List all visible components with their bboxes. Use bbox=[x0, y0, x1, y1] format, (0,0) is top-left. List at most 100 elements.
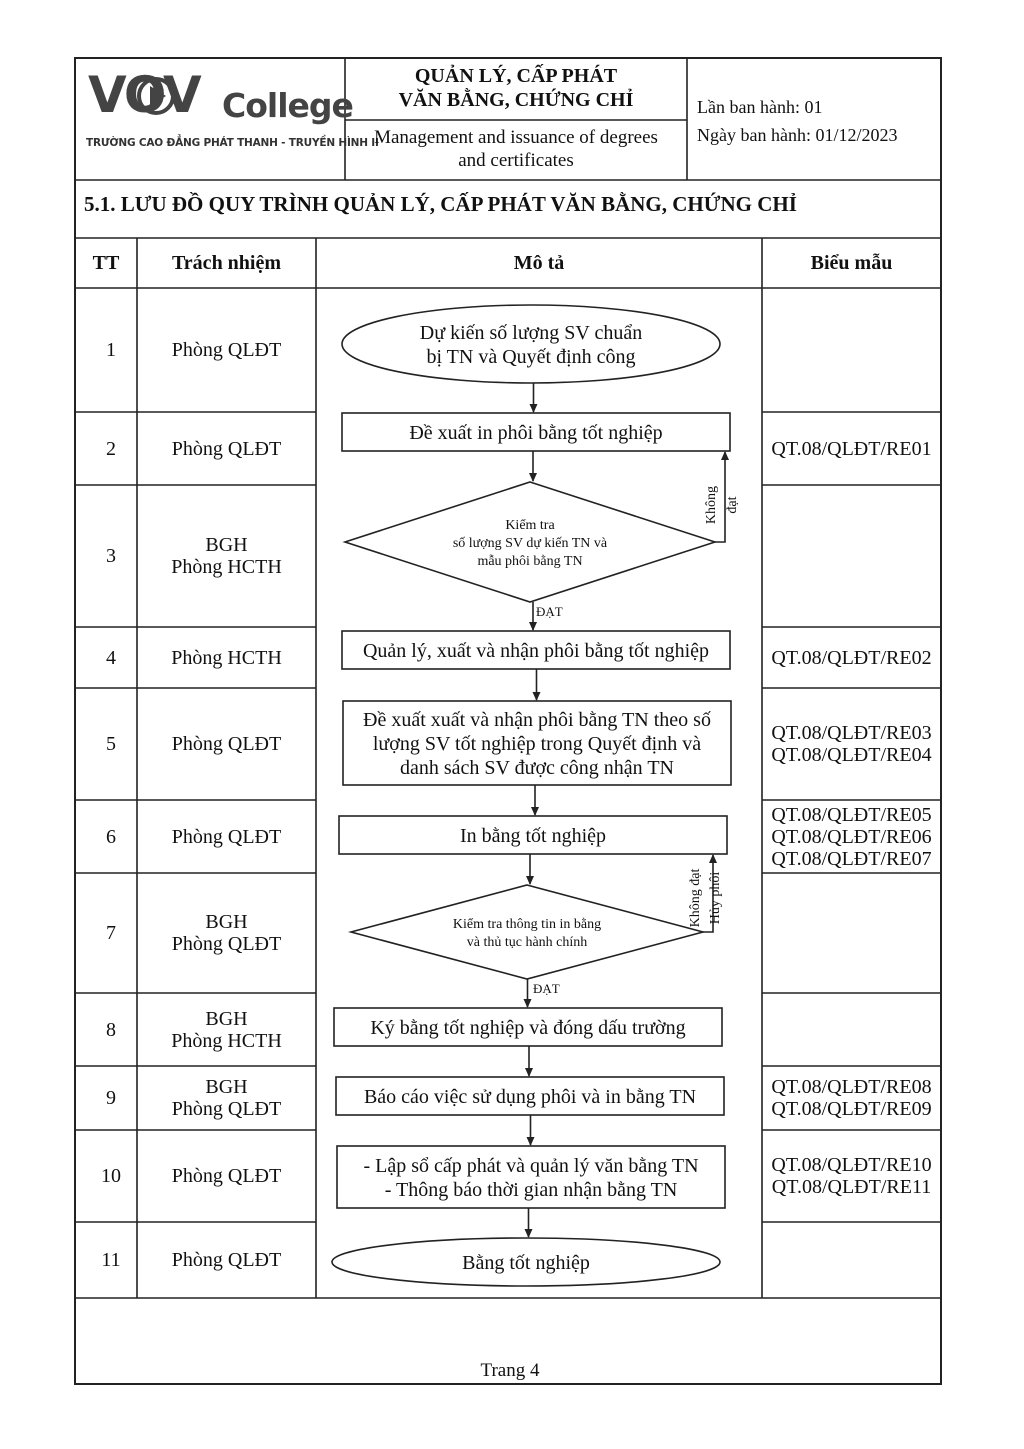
flow-step-text: số lượng SV dự kiến TN và bbox=[453, 536, 608, 551]
row-number: 7 bbox=[106, 922, 116, 944]
flow-step-text: Quản lý, xuất và nhận phôi bằng tốt nghi… bbox=[363, 640, 709, 662]
responsibility-cell: Phòng QLĐT bbox=[137, 339, 316, 361]
column-header-forms: Biểu mẫu bbox=[810, 252, 893, 274]
issue-number: Lần ban hành: 01 bbox=[697, 97, 823, 117]
row-number: 4 bbox=[106, 646, 116, 669]
responsibility-cell-line: BGH bbox=[205, 1007, 248, 1030]
page-frame bbox=[74, 57, 942, 1385]
column-header-responsibility: Trách nhiệm bbox=[171, 252, 282, 274]
flow-step-text: Đề xuất in phôi bằng tốt nghiệp bbox=[409, 422, 662, 444]
forms-cell-line: QT.08/QLĐT/RE04 bbox=[771, 744, 932, 766]
forms-cell-line: QT.08/QLĐT/RE06 bbox=[771, 825, 932, 848]
responsibility-cell-line: Phòng QLĐT bbox=[171, 733, 282, 755]
flow-step-text: danh sách SV được công nhận TN bbox=[400, 757, 674, 779]
responsibility-cell: Phòng QLĐT bbox=[137, 826, 316, 848]
row-number: 6 bbox=[106, 825, 116, 848]
responsibility-cell-line: Phòng QLĐT bbox=[171, 825, 282, 848]
forms-cell-line: QT.08/QLĐT/RE09 bbox=[771, 1098, 932, 1120]
section-title: 5.1. LƯU ĐỒ QUY TRÌNH QUẢN LÝ, CẤP PHÁT … bbox=[84, 192, 797, 216]
row-number: 11 bbox=[101, 1249, 121, 1271]
flow-step-text: Bằng tốt nghiệp bbox=[462, 1252, 590, 1274]
fail-loop-arrow-2 bbox=[703, 854, 717, 933]
responsibility-cell-line: BGH bbox=[205, 911, 248, 933]
responsibility-cell: Phòng QLĐT bbox=[137, 438, 316, 460]
row-number: 9 bbox=[106, 1087, 116, 1109]
forms-cell: QT.08/QLĐT/RE02 bbox=[762, 647, 941, 669]
flow-process bbox=[341, 412, 731, 452]
forms-cell-line: QT.08/QLĐT/RE08 bbox=[771, 1076, 932, 1098]
responsibility-cell-line: Phòng QLĐT bbox=[171, 1249, 282, 1271]
responsibility-cell: Phòng QLĐT bbox=[137, 1165, 316, 1187]
flow-step-text: lượng SV tốt nghiệp trong Quyết định và bbox=[373, 733, 701, 755]
flow-step-text: và thủ tục hành chính bbox=[467, 935, 588, 950]
flow-process bbox=[335, 1076, 725, 1116]
fail-label: đạt bbox=[725, 496, 740, 513]
title-en-line-2: and certificates bbox=[458, 150, 574, 171]
logo-subtitle: TRƯỜNG CAO ĐẲNG PHÁT THANH - TRUYỀN HÌNH… bbox=[86, 137, 379, 149]
responsibility-cell-line: BGH bbox=[205, 1076, 248, 1098]
forms-cell: QT.08/QLĐT/RE01 bbox=[762, 438, 941, 460]
flow-terminal bbox=[331, 1237, 721, 1287]
responsibility-cell-line: Phòng QLĐT bbox=[171, 1165, 282, 1187]
flow-step-text: Đề xuất xuất và nhận phôi bằng TN theo s… bbox=[363, 709, 711, 731]
row-number: 3 bbox=[106, 545, 116, 567]
flow-process bbox=[336, 1145, 726, 1209]
responsibility-cell-line: Phòng QLĐT bbox=[171, 933, 282, 955]
forms-cell-line: QT.08/QLĐT/RE07 bbox=[771, 847, 932, 870]
flow-step-text: Kiểm tra thông tin in bằng bbox=[453, 917, 601, 932]
responsibility-cell: Phòng QLĐT bbox=[137, 1249, 316, 1271]
column-header-description: Mô tả bbox=[513, 252, 565, 274]
responsibility-cell-line: Phòng QLĐT bbox=[171, 339, 282, 361]
fail-label: Không bbox=[704, 486, 719, 524]
flow-process bbox=[333, 1007, 723, 1047]
title-line-2: VĂN BẰNG, CHỨNG CHỈ bbox=[398, 89, 634, 111]
flow-step-text: Ký bằng tốt nghiệp và đóng dấu trường bbox=[370, 1017, 685, 1039]
flow-step-text: bị TN và Quyết định công bbox=[426, 346, 635, 368]
pass-label: ĐẠT bbox=[533, 981, 560, 996]
title-en-line-1: Management and issuance of degrees bbox=[374, 127, 658, 148]
document-title: QUẢN LÝ, CẤP PHÁT VĂN BẰNG, CHỨNG CHỈ bbox=[346, 64, 686, 112]
flow-process bbox=[342, 700, 732, 786]
forms-cell-line: QT.08/QLĐT/RE03 bbox=[771, 722, 932, 744]
responsibility-cell-line: Phòng QLĐT bbox=[171, 437, 282, 460]
row-number: 5 bbox=[106, 733, 116, 755]
column-header-tt: TT bbox=[92, 252, 120, 274]
play-circle-icon bbox=[137, 77, 175, 115]
fail-label: Không đạt bbox=[688, 869, 703, 928]
pass-label: ĐẠT bbox=[536, 604, 563, 619]
responsibility-cell-line: Phòng QLĐT bbox=[171, 1098, 282, 1120]
row-number: 2 bbox=[106, 437, 116, 460]
flow-step-text: In bằng tốt nghiệp bbox=[460, 825, 606, 847]
row-number: 1 bbox=[106, 339, 116, 361]
forms-cell-line: QT.08/QLĐT/RE02 bbox=[771, 646, 932, 669]
flow-step-text: - Lập sổ cấp phát và quản lý văn bằng TN bbox=[363, 1155, 698, 1177]
responsibility-cell-line: Phòng HCTH bbox=[171, 556, 282, 578]
forms-cell-line: QT.08/QLĐT/RE01 bbox=[771, 437, 932, 460]
play-icon bbox=[150, 86, 166, 106]
fail-label: Hủy phôi bbox=[708, 872, 723, 925]
logo-name: College bbox=[222, 86, 354, 125]
flow-process bbox=[338, 815, 728, 855]
forms-cell-line: QT.08/QLĐT/RE05 bbox=[771, 803, 932, 826]
flow-step-text: Dự kiến số lượng SV chuẩn bbox=[420, 322, 642, 344]
flow-step-text: Kiểm tra bbox=[505, 518, 555, 533]
responsibility-cell: Phòng QLĐT bbox=[137, 733, 316, 755]
logo-brand: VOV bbox=[88, 66, 202, 124]
page-number: Trang 4 bbox=[480, 1360, 540, 1381]
fail-loop-arrow-1 bbox=[715, 451, 729, 543]
issue-date: Ngày ban hành: 01/12/2023 bbox=[697, 125, 898, 145]
flow-process bbox=[341, 630, 731, 670]
row-number: 10 bbox=[101, 1165, 121, 1187]
responsibility-cell-line: Phòng HCTH bbox=[171, 1029, 282, 1052]
flow-terminal bbox=[341, 304, 721, 384]
flow-step-text: mẫu phôi bằng TN bbox=[477, 554, 582, 569]
flow-step-text: - Thông báo thời gian nhận bằng TN bbox=[385, 1179, 678, 1201]
